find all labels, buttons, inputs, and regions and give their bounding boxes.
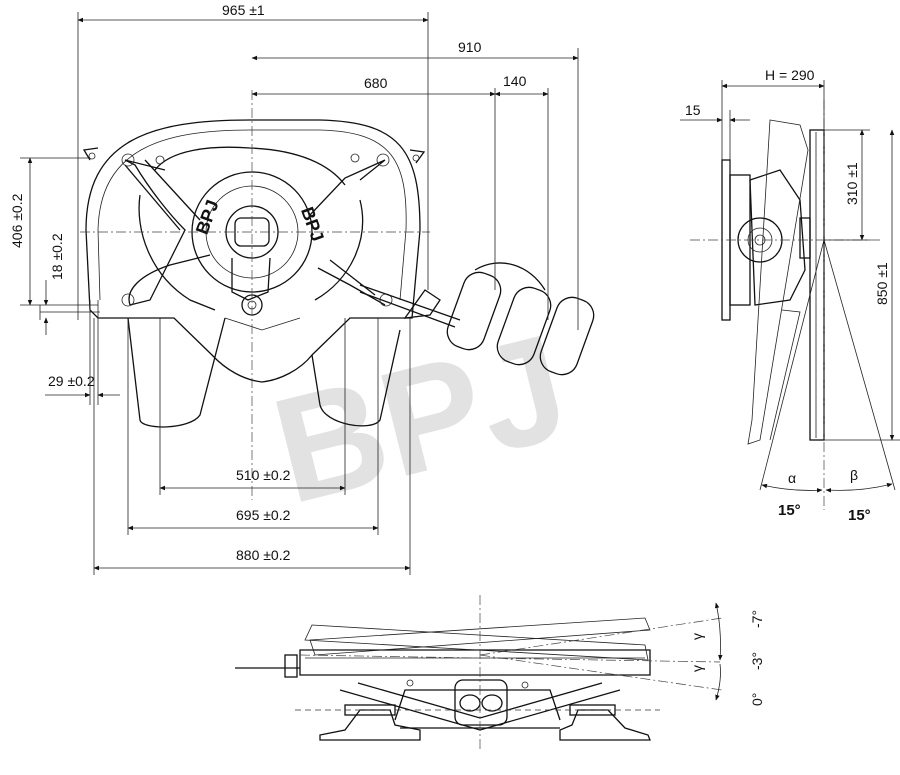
plate-legs	[127, 317, 401, 428]
angle-gamma-bottom: γ	[689, 665, 705, 672]
tilt-zero: 0°	[749, 693, 765, 706]
dim-h290: H = 290	[765, 67, 815, 83]
angle-alpha: α	[788, 470, 796, 486]
angle-alpha-deg: 15°	[778, 502, 801, 519]
dim-310: 310 ±1	[844, 162, 860, 205]
dim-695: 695 ±0.2	[236, 507, 291, 523]
side-view: α β 15° 15° H = 290 15 310 ±1 850 ±1	[680, 67, 900, 524]
tilt-minus7: -7°	[749, 610, 765, 628]
dim-910: 910	[458, 39, 482, 55]
plate-logo-left: BPJ	[192, 197, 223, 237]
angle-gamma-top: γ	[689, 633, 705, 640]
dim-680: 680	[364, 75, 388, 91]
plate-outline	[85, 119, 421, 383]
angle-beta: β	[850, 467, 858, 483]
plate-logo-right: BPJ	[297, 204, 328, 244]
top-view: BPJ BPJ 965 ±1 910 680 140	[9, 2, 595, 575]
dim-29: 29 ±0.2	[48, 373, 95, 389]
dim-965: 965 ±1	[222, 2, 265, 18]
dim-406: 406 ±0.2	[9, 193, 25, 248]
tilt-minus3: -3°	[749, 652, 765, 670]
angle-beta-deg: 15°	[848, 507, 871, 524]
release-handle	[359, 262, 595, 376]
dim-510: 510 ±0.2	[236, 467, 291, 483]
dim-880: 880 ±0.2	[236, 547, 291, 563]
dim-850: 850 ±1	[874, 262, 890, 305]
dim-140: 140	[503, 73, 527, 89]
dim-18: 18 ±0.2	[49, 233, 65, 280]
watermark-text: BPJ	[258, 302, 582, 536]
front-view: γ γ -7° -3° 0°	[235, 595, 765, 750]
dim-15: 15	[685, 102, 701, 118]
